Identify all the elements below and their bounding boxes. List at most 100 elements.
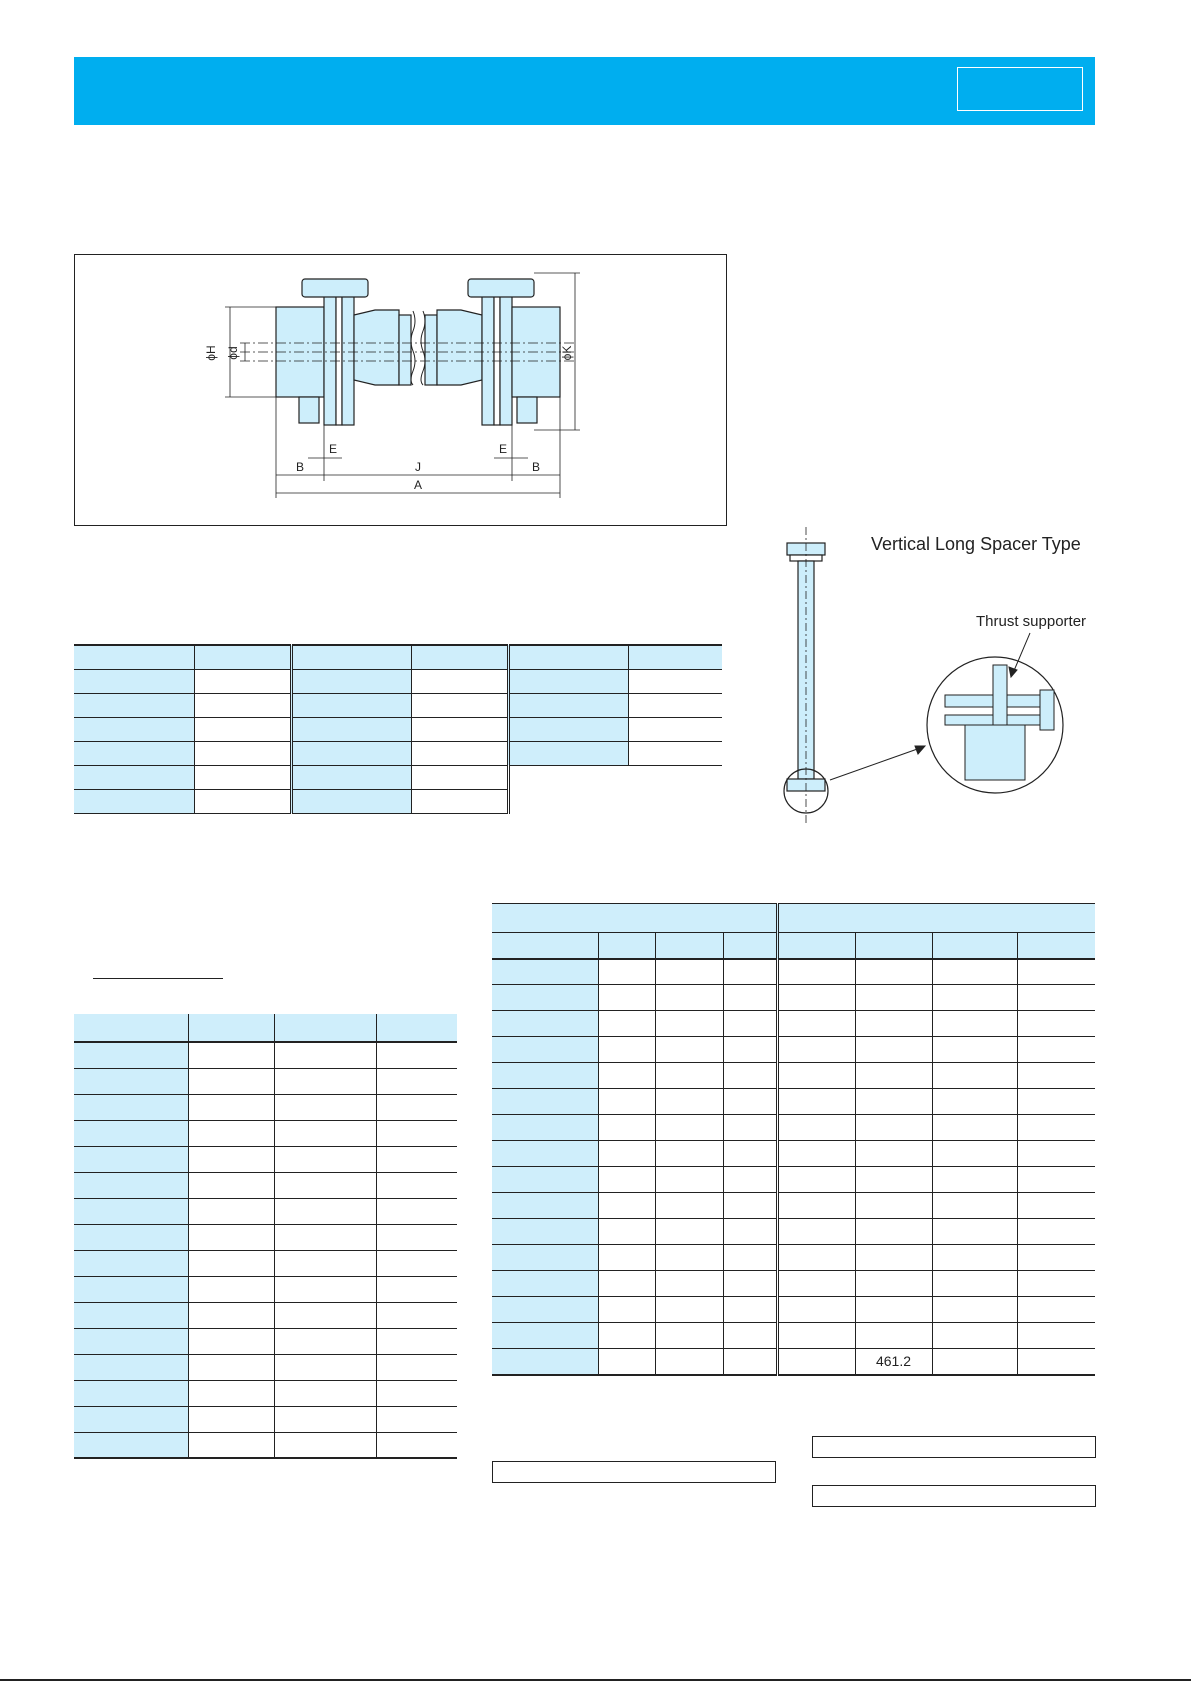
- dimension-row-value: [655, 1192, 724, 1219]
- dimension-row-value: [855, 1140, 933, 1167]
- dimension-row-value: [777, 1140, 856, 1167]
- dimension-row-value: [1017, 1010, 1095, 1037]
- bore-row-label: [74, 1380, 189, 1406]
- dimension-row-value: [723, 1218, 779, 1245]
- dimension-row-value: [723, 958, 779, 985]
- dimension-row-value: [723, 1322, 779, 1349]
- dimension-row-label: [492, 1036, 599, 1063]
- dimension-row-label: [492, 1192, 599, 1219]
- bore-row-value: [376, 1068, 457, 1094]
- bore-row-label: [74, 1276, 189, 1302]
- dimension-row-value: [655, 1062, 724, 1089]
- bore-row-value: [274, 1250, 377, 1276]
- bore-row-label: [74, 1120, 189, 1146]
- dimension-row-value: [932, 1322, 1018, 1349]
- dimension-row-value: [932, 1062, 1018, 1089]
- table-row: [74, 1068, 457, 1094]
- left-spacer-body: [353, 309, 400, 386]
- dimension-row-value: [777, 1218, 856, 1245]
- dimension-row-value: [855, 1296, 933, 1323]
- detail-arrow-line: [829, 746, 924, 781]
- table-row: [492, 1088, 1095, 1115]
- dimension-row-value: [598, 1218, 656, 1245]
- detail-thrust-pin: [992, 664, 1008, 726]
- coupling-drawing: ϕH ϕd ϕK E E B J B A: [204, 272, 580, 498]
- bore-row-value: [274, 1406, 377, 1432]
- label-e-left: E: [329, 442, 337, 456]
- bore-row-value: [188, 1328, 275, 1354]
- bore-row-value: [376, 1120, 457, 1146]
- note-box-right-top: [812, 1436, 1096, 1458]
- label-e-right: E: [499, 442, 507, 456]
- thrust-leader-head: [1008, 666, 1018, 679]
- dimension-row-value: [655, 1218, 724, 1245]
- dimension-row-label: [492, 1010, 599, 1037]
- dimension-row-value: [655, 984, 724, 1011]
- table-row: [492, 1296, 1095, 1323]
- dimension-row-value: [598, 1192, 656, 1219]
- bore-row-value: [274, 1172, 377, 1198]
- dimension-row-value: [1017, 958, 1095, 985]
- dimension-row-value: [1017, 1270, 1095, 1297]
- dimension-row-value: [777, 1192, 856, 1219]
- bore-row-value: [188, 1406, 275, 1432]
- table-row: [74, 1172, 457, 1198]
- bore-row-value: [274, 1120, 377, 1146]
- dimension-row-value: [932, 1270, 1018, 1297]
- bore-row-label: [74, 1354, 189, 1380]
- table-row: [492, 1166, 1095, 1193]
- dimension-row-value: [1017, 1244, 1095, 1271]
- bore-row-label: [74, 1068, 189, 1094]
- dimension-row-value: [723, 1348, 779, 1375]
- dimension-row-value: [777, 1348, 856, 1375]
- dimension-row-value: [655, 1010, 724, 1037]
- bore-row-value: [188, 1224, 275, 1250]
- table-row: [492, 1140, 1095, 1167]
- bore-row-value: [188, 1250, 275, 1276]
- bore-row-label: [74, 1328, 189, 1354]
- dimension-row-value: [598, 984, 656, 1011]
- dimension-row-value: [723, 1296, 779, 1323]
- table-row: [74, 1224, 457, 1250]
- dimension-row-value: [932, 1140, 1018, 1167]
- dimension-row-value: [777, 1166, 856, 1193]
- dimension-row-value: [598, 1166, 656, 1193]
- table-row: [492, 1192, 1095, 1219]
- dimension-row-value: [1017, 1192, 1095, 1219]
- dimension-row-label: [492, 1062, 599, 1089]
- note-box-left: [492, 1461, 776, 1483]
- dimension-row-value: [655, 1270, 724, 1297]
- dimension-row-value: [655, 1166, 724, 1193]
- bore-row-value: [188, 1276, 275, 1302]
- dimension-row-value: [1017, 1348, 1095, 1375]
- table-row: [492, 1218, 1095, 1245]
- dimension-row-value: [598, 1088, 656, 1115]
- note-box-right-bottom: [812, 1485, 1096, 1507]
- dimension-row-value: [598, 1010, 656, 1037]
- bore-row-value: [188, 1094, 275, 1120]
- dimension-row-value: [932, 1348, 1018, 1375]
- bore-row-value: [274, 1276, 377, 1302]
- dimension-row-label: [492, 1270, 599, 1297]
- bore-row-label: [74, 1094, 189, 1120]
- dimension-row-value: [723, 1166, 779, 1193]
- dimension-row-label: [492, 1218, 599, 1245]
- bore-row-value: [376, 1380, 457, 1406]
- dimension-row-value: [777, 1062, 856, 1089]
- header-bar: [74, 57, 1095, 125]
- table-row: [74, 1250, 457, 1276]
- dimension-row-value: [655, 1114, 724, 1141]
- table-row: [492, 1270, 1095, 1297]
- bore-row-value: [376, 1224, 457, 1250]
- dimension-row-label: [492, 1166, 599, 1193]
- dimension-row-value: [655, 1322, 724, 1349]
- dimension-row-value: [1017, 1322, 1095, 1349]
- thrust-leader-line: [1012, 632, 1031, 674]
- coupling-drawing-frame: ϕH ϕd ϕK E E B J B A: [74, 254, 727, 526]
- dimension-row-value: [855, 1166, 933, 1193]
- dimension-row-value: [655, 1088, 724, 1115]
- bore-row-value: [274, 1198, 377, 1224]
- dimension-row-value: [598, 1140, 656, 1167]
- dimension-row-label: [492, 1322, 599, 1349]
- bore-row-label: [74, 1198, 189, 1224]
